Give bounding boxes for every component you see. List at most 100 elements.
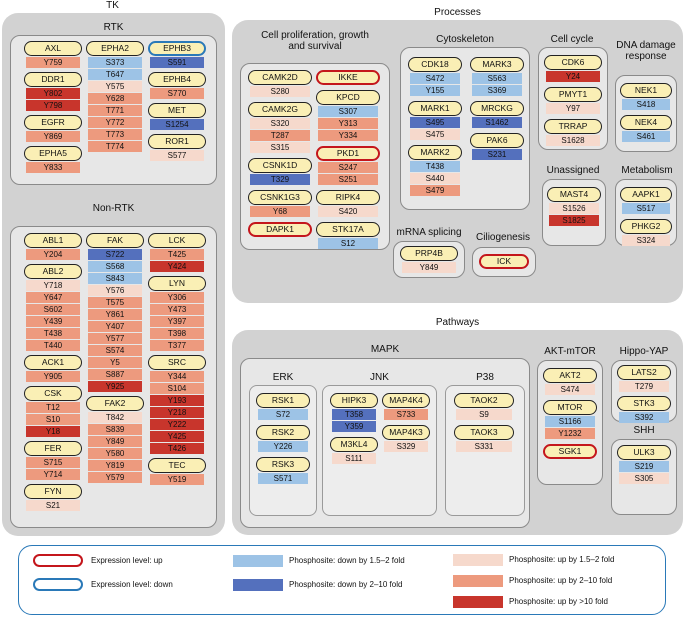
kinase-dapk1: DAPK1 <box>248 222 312 237</box>
group-title-cytoskeleton: Cytoskeleton <box>436 34 494 45</box>
rtk-title: RTK <box>103 22 124 33</box>
phosphosite-hipk3-y359: Y359 <box>332 421 376 432</box>
phosphosite-lyn-y473: Y473 <box>150 304 204 315</box>
phosphosite-camk2d-s280: S280 <box>250 86 310 97</box>
phosphosite-cdk6-y24: Y24 <box>546 71 600 82</box>
phosphosite-pak6-s231: S231 <box>472 149 522 160</box>
phosphosite-epha2-y575: Y575 <box>88 81 142 92</box>
phosphosite-camk2g-s320: S320 <box>250 118 310 129</box>
kinase-lyn: LYN <box>148 276 206 291</box>
phosphosite-pmyt1-y97: Y97 <box>546 103 600 114</box>
legend-dn2-swatch <box>233 579 283 591</box>
phosphosite-prp4b-y849: Y849 <box>402 262 456 273</box>
phosphosite-akt2-s474: S474 <box>545 384 595 395</box>
phosphosite-mark3-s563: S563 <box>472 73 522 84</box>
phosphosite-fak-y576: Y576 <box>88 285 142 296</box>
phosphosite-ripk4-s420: S420 <box>318 206 378 217</box>
kinase-nek1: NEK1 <box>620 83 672 98</box>
kinase-src: SRC <box>148 355 206 370</box>
kinase-phkg2: PHKG2 <box>620 219 672 234</box>
kinase-mtor: MTOR <box>543 400 597 415</box>
phosphosite-fak-y5: Y5 <box>88 357 142 368</box>
phosphosite-pkd1-s247: S247 <box>318 162 378 173</box>
phosphosite-fak2-y849: Y849 <box>88 436 142 447</box>
legend-up1-swatch <box>453 554 503 566</box>
group-title-mrna: mRNA splicing <box>396 227 462 238</box>
phosphosite-fak-s574: S574 <box>88 345 142 356</box>
kinase-ulk3: ULK3 <box>617 445 671 460</box>
phosphosite-csk-s10: S10 <box>26 414 80 425</box>
kinase-abl2: ABL2 <box>24 264 82 279</box>
phosphosite-m3kl4-s111: S111 <box>332 453 376 464</box>
phosphosite-lyn-t377: T377 <box>150 340 204 351</box>
phosphosite-stk17a-s12: S12 <box>318 238 378 249</box>
phosphosite-egfr-y869: Y869 <box>26 131 80 142</box>
phosphosite-fak-t575: T575 <box>88 297 142 308</box>
phosphosite-fer-s715: S715 <box>26 457 80 468</box>
phosphosite-axl-y759: Y759 <box>26 57 80 68</box>
phosphosite-ror1-s577: S577 <box>150 150 204 161</box>
group-title-p38: P38 <box>476 372 494 383</box>
phosphosite-tec-y519: Y519 <box>150 474 204 485</box>
kinase-csnk1g3: CSNK1G3 <box>248 190 312 205</box>
legend-up2-label: Phosphosite: up by 2–10 fold <box>509 576 613 585</box>
phosphosite-epha2-y772: Y772 <box>88 117 142 128</box>
group-title-ciliogenesis: Ciliogenesis <box>476 232 530 243</box>
kinase-abl1: ABL1 <box>24 233 82 248</box>
kinase-pkd1: PKD1 <box>316 146 380 161</box>
phosphosite-map4k3-s329: S329 <box>384 441 428 452</box>
legend-expr-down-swatch <box>33 578 83 591</box>
kinase-cdk18: CDK18 <box>408 57 462 72</box>
phosphosite-lck-y424: Y424 <box>150 261 204 272</box>
kinase-egfr: EGFR <box>24 115 82 130</box>
phosphosite-phkg2-s324: S324 <box>622 235 670 246</box>
phosphosite-fak2-y819: Y819 <box>88 460 142 471</box>
phosphosite-kpcd-s307: S307 <box>318 106 378 117</box>
phosphosite-nek4-s461: S461 <box>622 131 670 142</box>
legend-dn1-label: Phosphosite: down by 1.5–2 fold <box>289 556 405 565</box>
kinase-mast4: MAST4 <box>547 187 601 202</box>
phosphosite-cdk18-y155: Y155 <box>410 85 460 96</box>
phosphosite-epha2-t774: T774 <box>88 141 142 152</box>
phosphosite-abl2-t440: T440 <box>26 340 80 351</box>
kinase-stk3: STK3 <box>617 396 671 411</box>
kinase-csk: CSK <box>24 386 82 401</box>
phosphosite-mark1-s495: S495 <box>410 117 460 128</box>
phosphosite-taok3-s331: S331 <box>456 441 512 452</box>
phosphosite-fak-s887: S887 <box>88 369 142 380</box>
kinase-mrckg: MRCKG <box>470 101 524 116</box>
phosphosite-mark2-s440: S440 <box>410 173 460 184</box>
phosphosite-lats2-t279: T279 <box>619 381 669 392</box>
phosphosite-ack1-y905: Y905 <box>26 371 80 382</box>
legend-up3-swatch <box>453 596 503 608</box>
kinase-mark3: MARK3 <box>470 57 524 72</box>
kinase-lats2: LATS2 <box>617 365 671 380</box>
phosphosite-map4k4-s733: S733 <box>384 409 428 420</box>
phosphosite-abl2-s602: S602 <box>26 304 80 315</box>
phosphosite-met-s1254: S1254 <box>150 119 204 130</box>
phosphosite-epha2-s373: S373 <box>88 57 142 68</box>
phosphosite-src-y344: Y344 <box>150 371 204 382</box>
phosphosite-mrckg-s1462: S1462 <box>472 117 522 128</box>
legend-dn1-swatch <box>233 555 283 567</box>
phosphosite-nek1-s418: S418 <box>622 99 670 110</box>
phosphosite-rsk2-y226: Y226 <box>258 441 308 452</box>
phosphosite-mtor-s1166: S1166 <box>545 416 595 427</box>
kinase-ephb3: EPHB3 <box>148 41 206 56</box>
legend-up1-label: Phosphosite: up by 1.5–2 fold <box>509 555 615 564</box>
phosphosite-fak2-t842: T842 <box>88 412 142 423</box>
phosphosite-ephb4-s770: S770 <box>150 88 204 99</box>
phosphosite-kpcd-y334: Y334 <box>318 130 378 141</box>
phosphosite-ulk3-s219: S219 <box>619 461 669 472</box>
phosphosite-csk-t12: T12 <box>26 402 80 413</box>
group-title-shh: SHH <box>633 425 655 436</box>
kinase-rsk1: RSK1 <box>256 393 310 408</box>
legend-expr-up-label: Expression level: up <box>91 556 163 565</box>
phosphosite-camk2g-s315: S315 <box>250 142 310 153</box>
group-title-jnk: JNK <box>370 372 389 383</box>
phosphosite-ddr1-y798: Y798 <box>26 100 80 111</box>
kinase-nek4: NEK4 <box>620 115 672 130</box>
phosphosite-fer-y714: Y714 <box>26 469 80 480</box>
kinase-rsk3: RSK3 <box>256 457 310 472</box>
kinase-fyn: FYN <box>24 484 82 499</box>
